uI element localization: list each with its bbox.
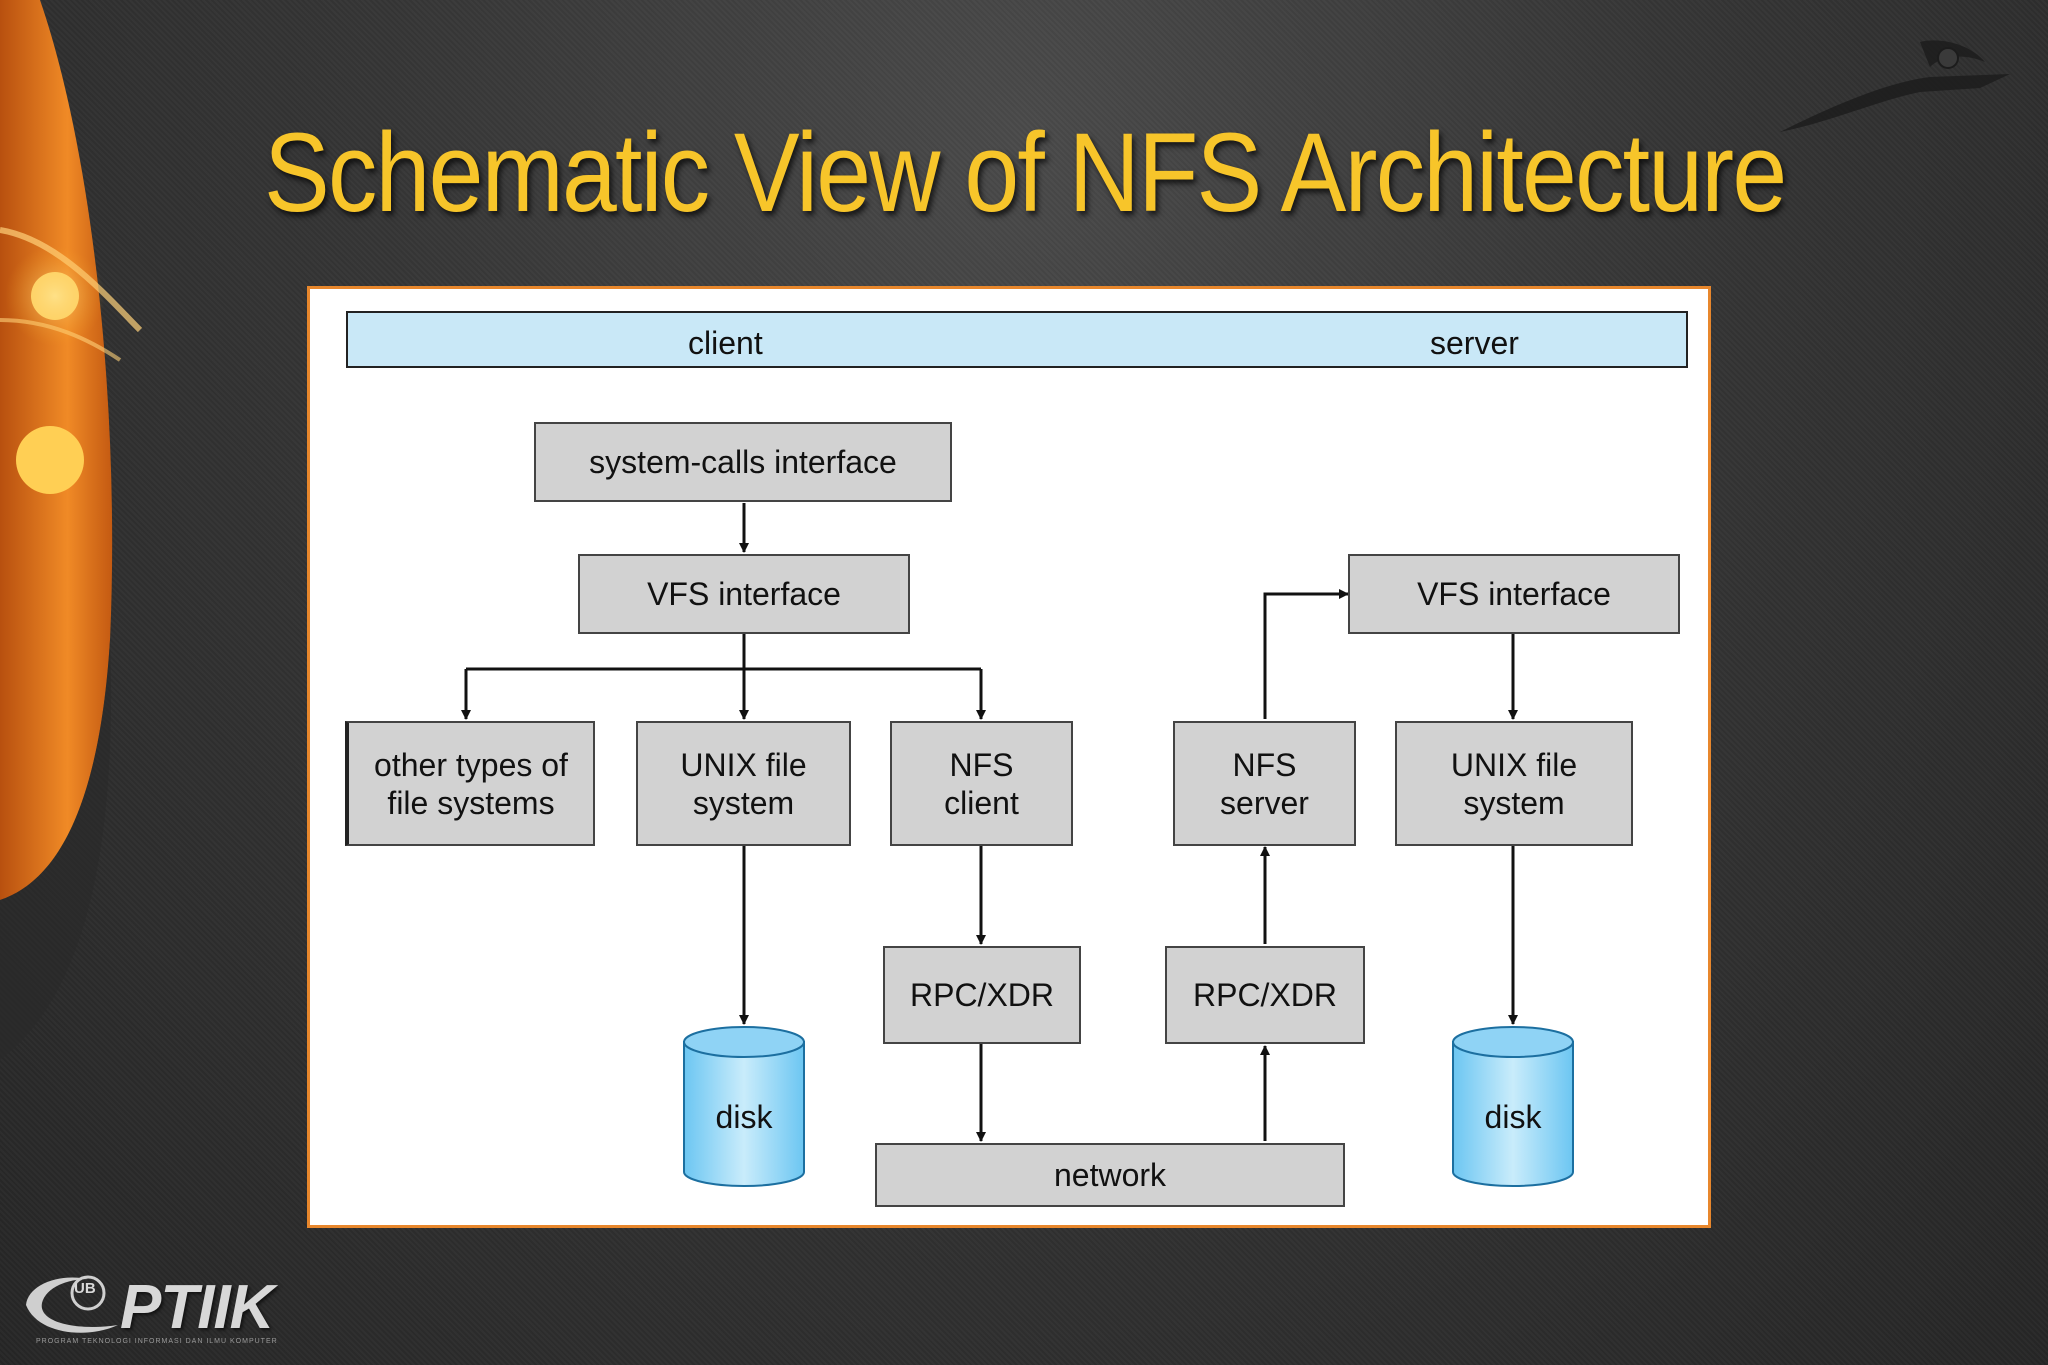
- diagram-connectors: [461, 503, 1574, 1187]
- rpc-xdr-server-label: RPC/XDR: [1192, 977, 1337, 1013]
- nfs-client-label-2: client: [944, 784, 1019, 821]
- nfs-architecture-diagram: client server: [307, 286, 1711, 1228]
- nfs-client-label-1: NFS: [949, 746, 1014, 783]
- disk-client-label: disk: [715, 1099, 773, 1135]
- nfs-server-box: NFS server: [1173, 721, 1356, 846]
- arrow-nfs-server-to-vfs: [1263, 589, 1349, 719]
- unix-file-system-server-label-1: UNIX file: [1450, 746, 1578, 783]
- orange-swoosh-decoration: [0, 0, 143, 1060]
- vfs-interface-client-label: VFS interface: [647, 576, 841, 612]
- system-calls-interface-box: system-calls interface: [534, 422, 952, 502]
- other-file-systems-label-2: file systems: [387, 784, 555, 821]
- other-file-systems-box: other types of file systems: [345, 721, 595, 846]
- vfs-interface-client-box: VFS interface: [578, 554, 910, 634]
- network-box: network: [875, 1143, 1345, 1207]
- connector-vfs-branch: [466, 633, 981, 671]
- rpc-xdr-client-box: RPC/XDR: [883, 946, 1081, 1044]
- disk-server-cylinder: [1452, 1026, 1574, 1187]
- unix-file-system-server-label-2: system: [1463, 784, 1565, 821]
- client-server-band: client server: [346, 311, 1688, 368]
- ptiik-tagline: PROGRAM TEKNOLOGI INFORMASI DAN ILMU KOM…: [36, 1338, 278, 1345]
- rpc-xdr-client-label: RPC/XDR: [909, 977, 1054, 1013]
- client-label: client: [688, 325, 763, 361]
- unix-file-system-client-label-2: system: [692, 784, 795, 821]
- vfs-interface-server-box: VFS interface: [1348, 554, 1680, 634]
- ub-badge: UB: [74, 1280, 96, 1297]
- nfs-server-label-2: server: [1220, 784, 1309, 821]
- ptiik-swirl-logo-icon: [26, 1275, 118, 1333]
- network-label: network: [1053, 1157, 1167, 1193]
- disk-client-cylinder: [683, 1026, 805, 1187]
- server-label: server: [1430, 325, 1519, 361]
- vfs-interface-server-label: VFS interface: [1417, 576, 1611, 612]
- disk-server-label: disk: [1484, 1099, 1542, 1135]
- unix-file-system-server-box: UNIX file system: [1395, 721, 1633, 846]
- system-calls-interface-label: system-calls interface: [589, 444, 897, 480]
- nfs-server-label-1: NFS: [1232, 746, 1297, 783]
- unix-file-system-client-box: UNIX file system: [636, 721, 851, 846]
- rpc-xdr-server-box: RPC/XDR: [1165, 946, 1365, 1044]
- corner-logo-icon: [1780, 40, 2010, 132]
- unix-file-system-client-label-1: UNIX file: [680, 746, 807, 783]
- nfs-client-box: NFS client: [890, 721, 1073, 846]
- ptiik-wordmark: PTIIK: [120, 1273, 274, 1342]
- slide-title: Schematic View of NFS Architecture: [264, 110, 1787, 235]
- other-file-systems-label-1: other types of: [374, 746, 568, 783]
